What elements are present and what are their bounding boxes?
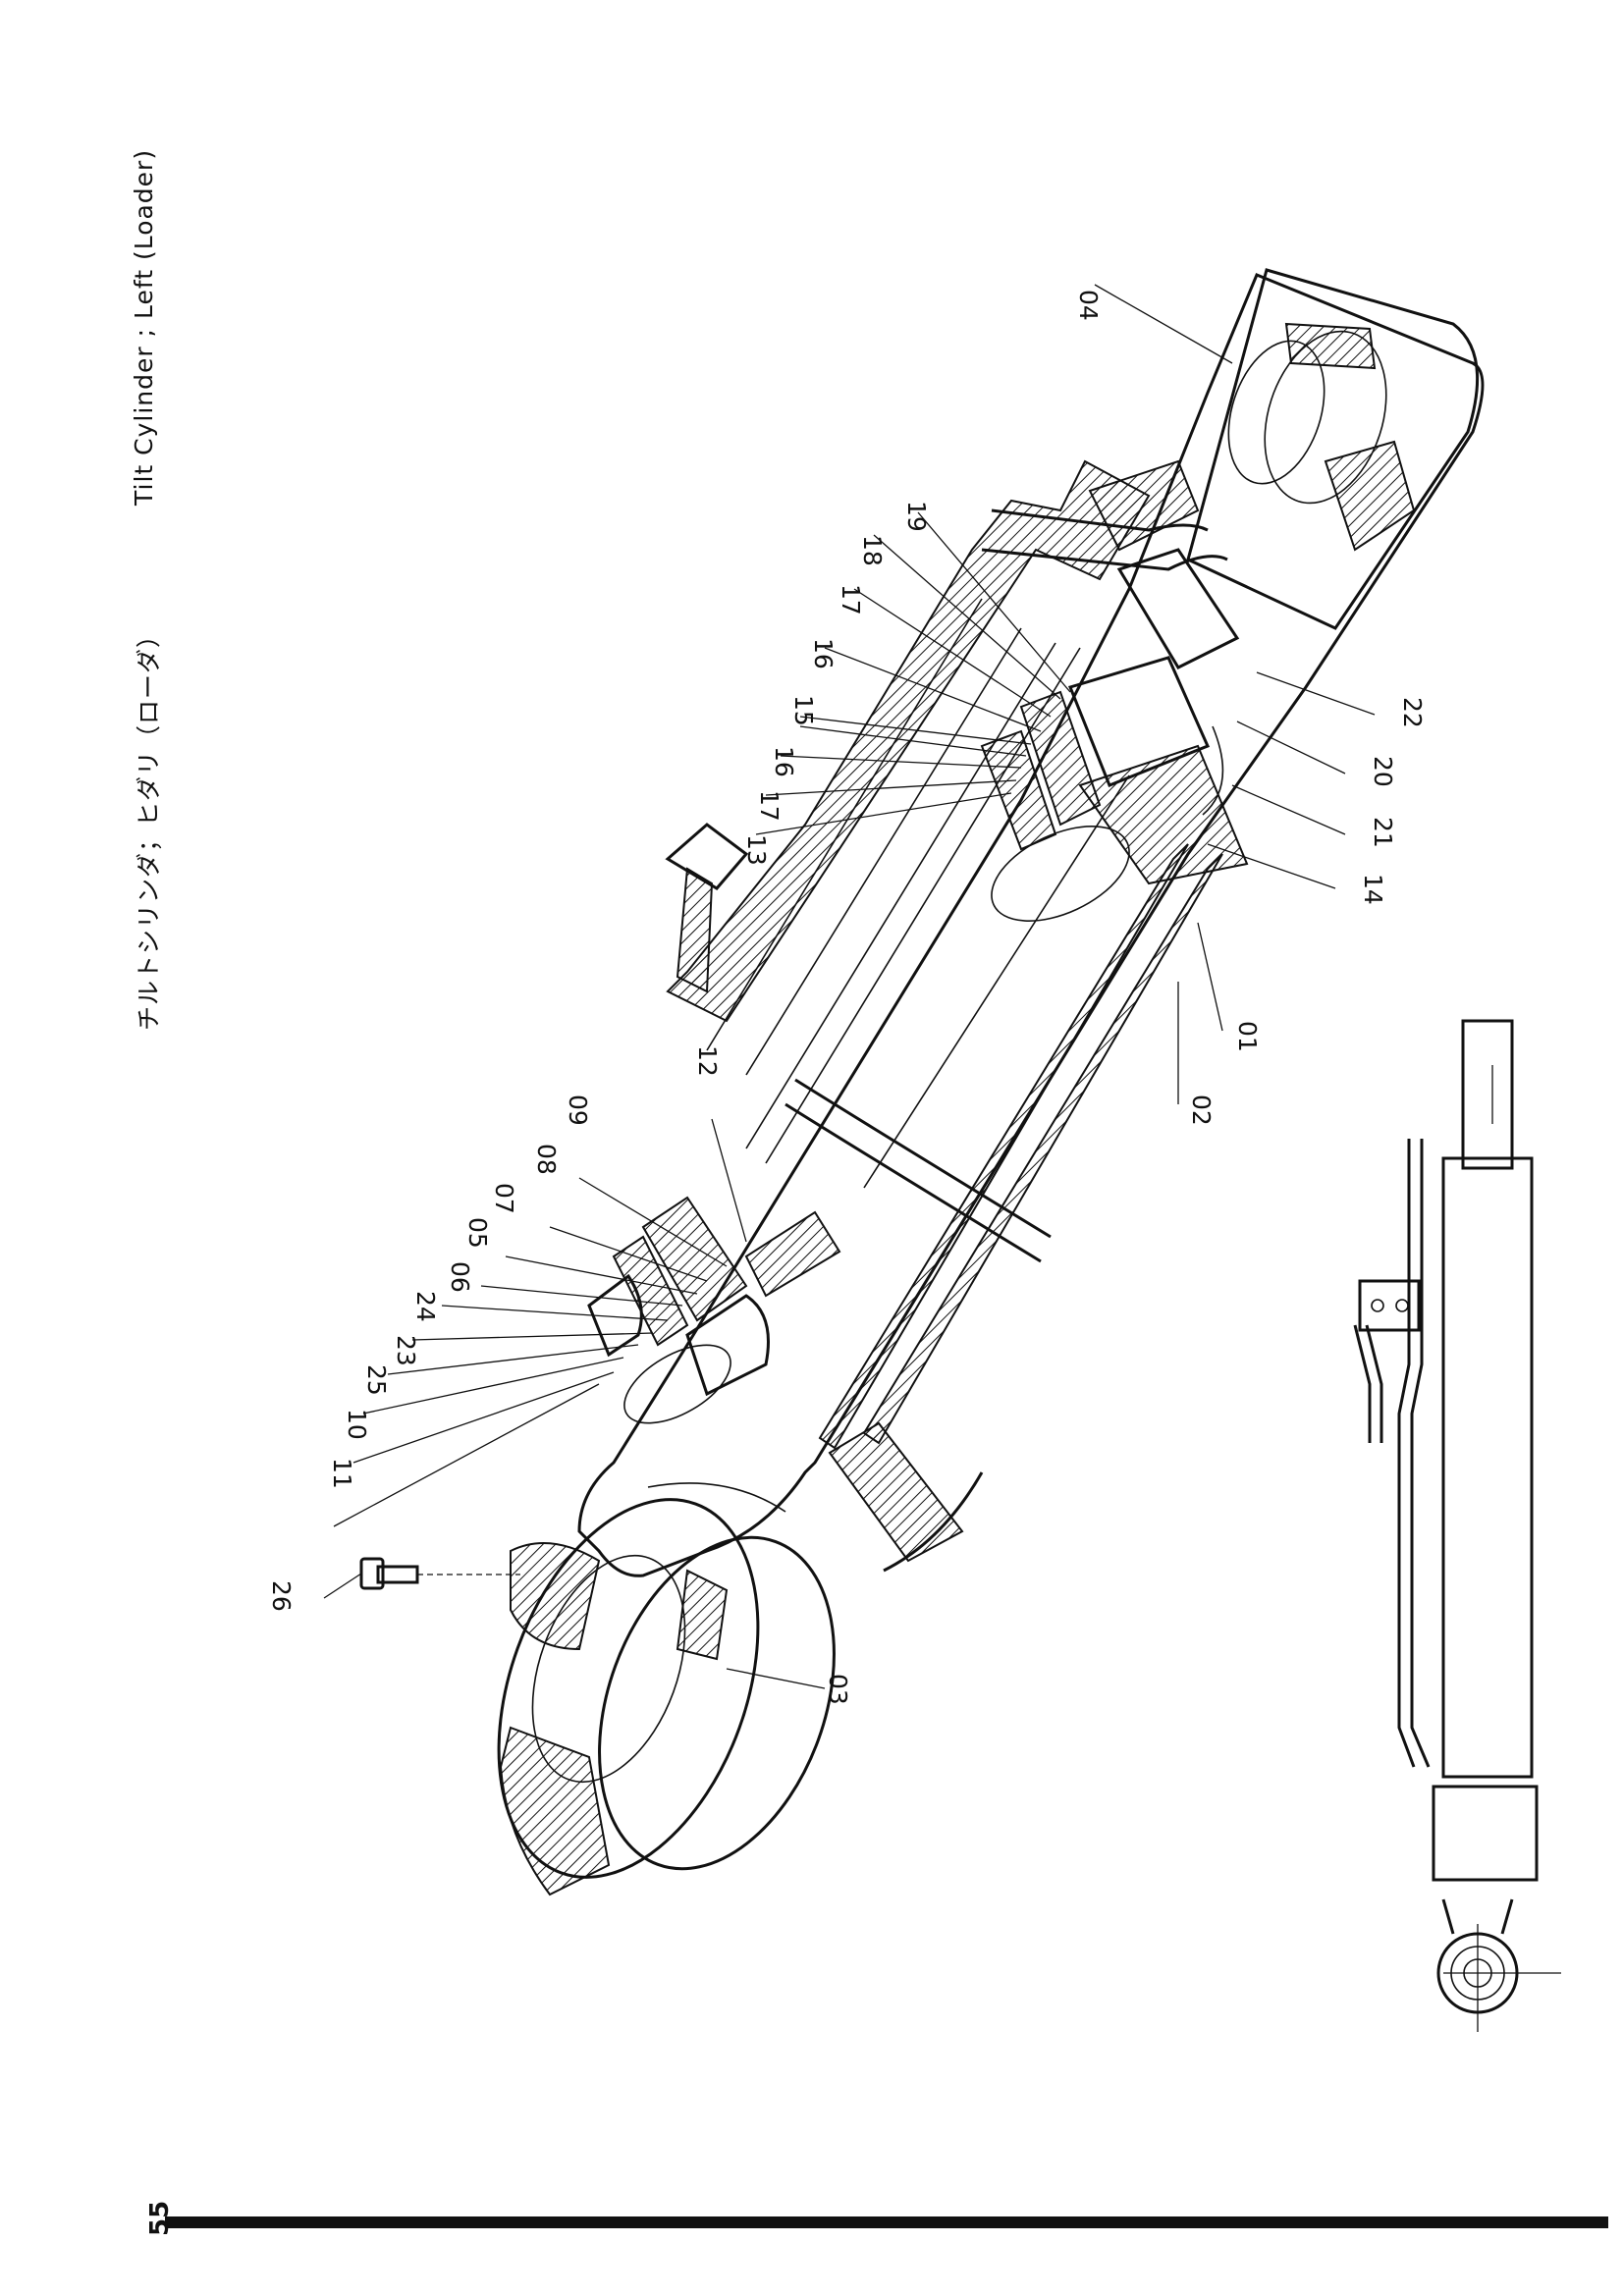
callout-12: 12 <box>693 1045 722 1077</box>
callout-15: 15 <box>789 695 818 726</box>
grease-fitting <box>359 1557 520 1590</box>
callout-05: 05 <box>463 1217 492 1249</box>
callout-20: 20 <box>1369 756 1397 787</box>
callout-02: 02 <box>1187 1095 1216 1126</box>
callout-17b: 17 <box>755 790 784 822</box>
callout-labels: 04 19 18 17 16 15 16 17 13 22 20 21 14 0… <box>267 290 1427 1705</box>
callout-09: 09 <box>564 1095 592 1126</box>
callout-22: 22 <box>1398 697 1427 728</box>
cylinder-head-gland <box>587 1196 984 1573</box>
callout-26: 26 <box>267 1580 296 1612</box>
callout-17: 17 <box>837 584 865 615</box>
page-number: 55 <box>145 2200 175 2236</box>
callout-07: 07 <box>490 1183 518 1214</box>
callout-23: 23 <box>392 1335 420 1366</box>
callout-06: 06 <box>446 1261 474 1293</box>
callout-13: 13 <box>742 834 771 866</box>
cylinder-body <box>577 273 1485 1577</box>
rod-end-eye <box>1088 268 1480 630</box>
callout-14: 14 <box>1359 874 1387 905</box>
callout-16b: 16 <box>770 746 798 777</box>
pipe-bracket <box>665 459 1228 1023</box>
piston-assembly <box>980 548 1249 922</box>
callout-08: 08 <box>532 1144 561 1175</box>
callout-21: 21 <box>1369 817 1397 848</box>
callout-16: 16 <box>809 638 838 669</box>
callout-18: 18 <box>858 535 887 566</box>
callout-11: 11 <box>328 1458 356 1489</box>
callout-24: 24 <box>411 1291 440 1322</box>
callout-25: 25 <box>362 1364 391 1396</box>
side-view-inset <box>1353 1019 1561 2032</box>
callout-19: 19 <box>902 501 931 532</box>
callout-03: 03 <box>824 1674 852 1705</box>
callout-04: 04 <box>1074 290 1103 321</box>
callout-10: 10 <box>343 1409 371 1440</box>
leader-lines <box>323 284 1376 1689</box>
footer-rule <box>165 2216 1608 2228</box>
callout-01: 01 <box>1233 1021 1262 1052</box>
head-end-eye <box>497 1482 836 1896</box>
